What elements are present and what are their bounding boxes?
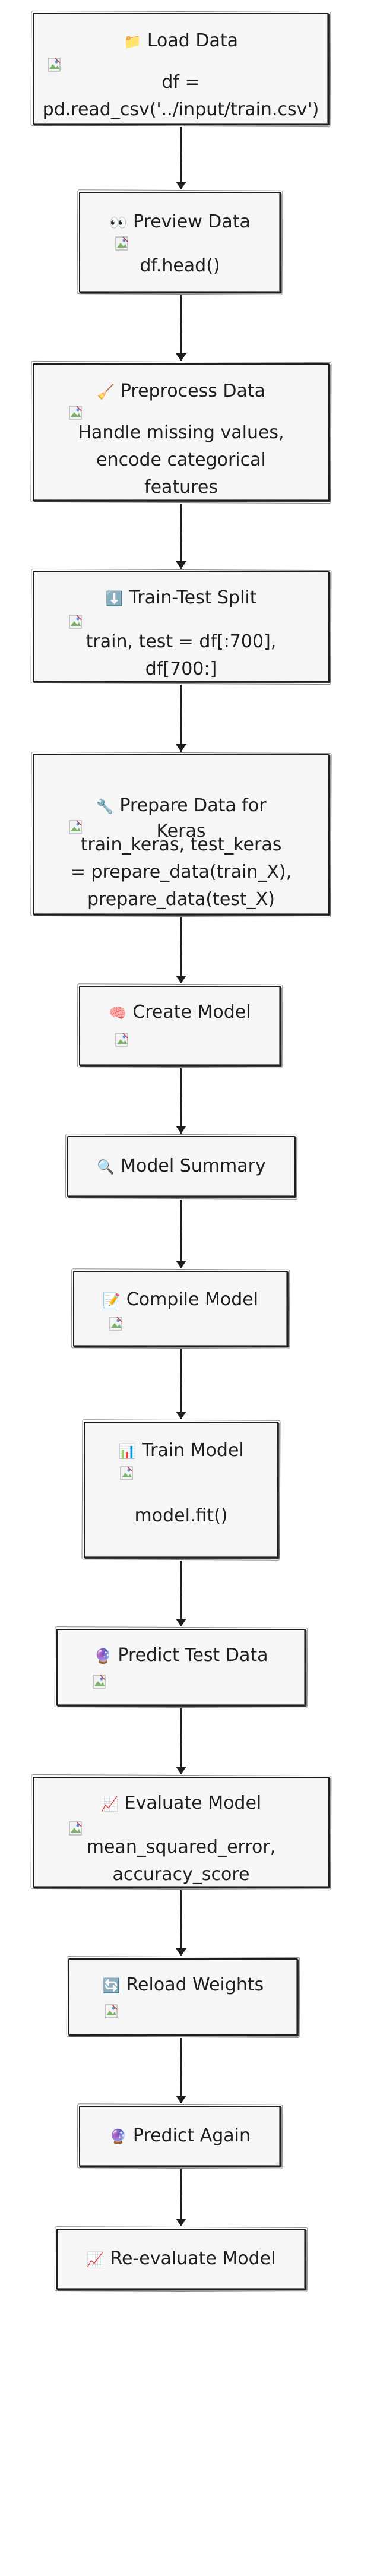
- node-title: Train-Test Split: [129, 587, 257, 608]
- crystal-ball-icon: 🔮: [94, 1648, 112, 1664]
- flow-arrow: [180, 1560, 182, 1627]
- node-title: Preview Data: [132, 211, 251, 232]
- node-prepare-data-keras[interactable]: 🔧 Prepare Data for Keras train_keras, tes…: [33, 754, 330, 915]
- flow-arrow: [180, 1199, 182, 1269]
- node-title: Reload Weights: [126, 1974, 264, 1995]
- node-reload-weights[interactable]: 🔄 Reload Weights: [68, 1958, 298, 2036]
- node-body: train_keras, test_keras = prepare_data(t…: [70, 834, 292, 910]
- flow-arrow: [180, 1708, 182, 1775]
- flow-arrowhead: [176, 2219, 186, 2226]
- node-predict-test-data[interactable]: 🔮 Predict Test Data: [56, 1629, 306, 1706]
- node-body: model.fit(): [134, 1505, 228, 1526]
- arrow-down-icon: ⬇️: [105, 590, 124, 607]
- broken-image-icon: [69, 615, 82, 629]
- flow-arrowhead: [176, 2096, 186, 2103]
- node-title: Train Model: [142, 1440, 244, 1461]
- node-create-model[interactable]: 🧠 Create Model: [79, 986, 281, 1066]
- node-body: df = pd.read_csv('../input/train.csv'): [42, 72, 319, 120]
- node-body: Handle missing values, encode categorica…: [78, 422, 284, 498]
- flow-arrow: [180, 684, 182, 752]
- node-title: Predict Again: [132, 2125, 251, 2146]
- node-train-model[interactable]: 📊 Train Model model.fit(): [84, 1422, 278, 1558]
- node-title: Compile Model: [126, 1289, 259, 1310]
- flow-arrowhead: [176, 1619, 186, 1626]
- broken-image-icon: [48, 58, 61, 72]
- node-title: Re-evaluate Model: [110, 2248, 276, 2269]
- node-title: Load Data: [147, 30, 239, 51]
- folder-icon: 📁: [123, 33, 141, 50]
- node-evaluate-model[interactable]: 📈 Evaluate Model mean_squared_error, accu…: [33, 1777, 330, 1888]
- brain-icon: 🧠: [109, 1005, 127, 1021]
- eyes-icon: 👀: [109, 214, 127, 231]
- node-preview-data[interactable]: 👀 Preview Data df.head(): [79, 192, 281, 293]
- bar-chart-icon: 📊: [118, 1443, 137, 1460]
- node-predict-again[interactable]: 🔮 Predict Again: [79, 2106, 281, 2167]
- flow-arrow: [180, 2037, 182, 2104]
- broken-image-icon: [69, 406, 82, 420]
- node-load-data[interactable]: 📁 Load Data df = pd.read_csv('../input/tr…: [33, 13, 329, 125]
- broom-icon: 🧹: [96, 384, 115, 400]
- broken-image-icon: [115, 1033, 128, 1047]
- flow-arrowhead: [176, 744, 186, 752]
- node-preprocess-data[interactable]: 🧹 Preprocess Data Handle missing values, …: [33, 363, 330, 501]
- flow-arrowhead: [176, 353, 186, 361]
- broken-image-icon: [104, 2004, 118, 2018]
- node-title: Preprocess Data: [120, 381, 266, 401]
- node-reevaluate-model[interactable]: 📈 Re-evaluate Model: [56, 2229, 306, 2290]
- broken-image-icon: [115, 236, 128, 251]
- flow-arrowhead: [176, 1767, 186, 1774]
- node-body: df.head(): [140, 255, 220, 276]
- flow-arrowhead: [176, 561, 186, 569]
- flow-arrow: [180, 1068, 182, 1134]
- node-train-test-split[interactable]: ⬇️ Train-Test Split train, test = df[:700…: [33, 571, 330, 682]
- broken-image-icon: [69, 820, 82, 834]
- broken-image-icon: [120, 1466, 133, 1480]
- broken-image-icon: [69, 1821, 82, 1836]
- flow-arrow: [180, 126, 182, 190]
- flow-arrowhead: [176, 1412, 186, 1419]
- chart-up-icon: 📈: [100, 1796, 119, 1812]
- node-title: Create Model: [132, 1002, 251, 1023]
- flow-arrow: [180, 1349, 182, 1420]
- flow-arrowhead: [176, 976, 186, 983]
- node-title: Predict Test Data: [118, 1645, 268, 1666]
- broken-image-icon: [93, 1675, 106, 1689]
- flow-arrow: [180, 917, 182, 984]
- node-title: Prepare Data for Keras: [119, 795, 267, 841]
- wrench-icon: 🔧: [96, 798, 114, 815]
- magnifier-icon: 🔍: [97, 1159, 115, 1175]
- broken-image-icon: [109, 1317, 122, 1331]
- flow-arrowhead: [176, 182, 186, 189]
- refresh-icon: 🔄: [102, 1977, 121, 1994]
- flow-arrowhead: [176, 1948, 186, 1956]
- node-model-summary[interactable]: 🔍 Model Summary: [67, 1136, 296, 1197]
- flow-arrow: [180, 295, 182, 362]
- chart-up-icon: 📈: [86, 2251, 104, 2268]
- node-body: train, test = df[:700], df[700:]: [86, 631, 277, 679]
- memo-icon: 📝: [102, 1292, 121, 1309]
- crystal-ball-icon: 🔮: [109, 2128, 127, 2145]
- node-compile-model[interactable]: 📝 Compile Model: [73, 1271, 288, 1347]
- flow-arrowhead: [176, 1261, 186, 1268]
- flow-arrowhead: [176, 1126, 186, 1134]
- node-title: Model Summary: [121, 1156, 266, 1176]
- flow-arrow: [180, 503, 182, 569]
- flow-arrow: [180, 2169, 182, 2227]
- node-body: mean_squared_error, accuracy_score: [86, 1837, 276, 1885]
- flow-arrow: [180, 1890, 182, 1957]
- node-title: Evaluate Model: [124, 1793, 262, 1814]
